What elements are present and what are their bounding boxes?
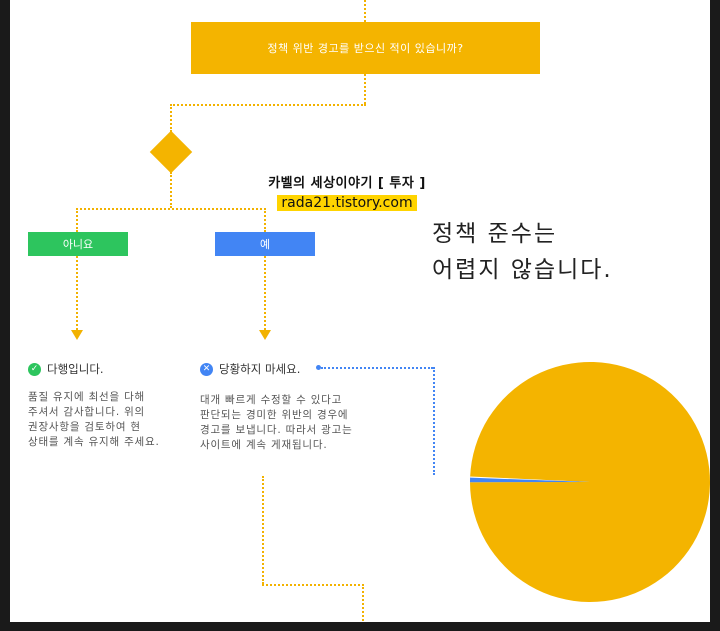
outcome-yes-line: 경고를 보냅니다. 따라서 광고는 — [200, 424, 353, 436]
connector-branch-no — [76, 208, 78, 232]
headline: 정책 준수는 어렵지 않습니다. — [432, 216, 613, 288]
connector-diamond-down — [170, 172, 172, 208]
outcome-no-body: 품질 유지에 최선을 다해 주셔서 감사합니다. 위의 권장사항을 검토하여 현… — [28, 390, 160, 450]
headline-line-1: 정책 준수는 — [432, 221, 558, 247]
decision-diamond — [149, 130, 193, 174]
question-box: 정책 위반 경고를 받으신 적이 있습니까? — [191, 22, 540, 74]
arrow-no-line — [76, 256, 78, 330]
outcome-yes-title-text: 당황하지 마세요. — [219, 362, 301, 376]
pie-chart — [470, 362, 710, 603]
connector-branch-horizontal — [76, 208, 266, 210]
infographic-canvas: 정책 위반 경고를 받으신 적이 있습니까? 아니요 예 ✓ 다행입니다. 품질… — [10, 0, 710, 622]
arrow-no-head — [71, 330, 83, 340]
answer-yes-box: 예 — [215, 232, 315, 256]
answer-yes-label: 예 — [259, 238, 271, 251]
callout-line-vertical — [433, 367, 435, 475]
outcome-yes-line: 사이트에 계속 게재됩니다. — [200, 439, 328, 451]
watermark-title: 카벨의 세상이야기 [ 투자 ] — [268, 176, 426, 191]
connector-question-down — [364, 74, 366, 104]
connector-to-diamond — [170, 104, 172, 132]
connector-bottom-down — [262, 476, 264, 584]
outcome-no-title: ✓ 다행입니다. — [28, 361, 104, 377]
check-circle-icon: ✓ — [28, 362, 41, 376]
outcome-yes-line: 대개 빠르게 수정할 수 있다고 — [200, 394, 343, 406]
connector-top — [364, 0, 366, 22]
outcome-yes-body: 대개 빠르게 수정할 수 있다고 판단되는 경미한 위반의 경우에 경고를 보냅… — [200, 393, 353, 453]
connector-bottom-horizontal — [262, 584, 364, 586]
headline-line-2: 어렵지 않습니다. — [432, 257, 613, 283]
outcome-no-line: 주셔서 감사합니다. 위의 — [28, 406, 146, 418]
question-text: 정책 위반 경고를 받으신 적이 있습니까? — [267, 42, 464, 55]
outcome-yes-title: ✕ 당황하지 마세요. — [200, 361, 300, 377]
outcome-yes-line: 판단되는 경미한 위반의 경우에 — [200, 409, 349, 421]
pie-separator — [470, 476, 590, 482]
watermark: 카벨의 세상이야기 [ 투자 ] rada21.tistory.com — [242, 172, 452, 211]
arrow-yes-head — [259, 330, 271, 340]
pie-slice-yellow — [470, 362, 710, 603]
callout-dot — [316, 365, 321, 370]
connector-bottom-exit — [362, 584, 364, 622]
outcome-no-line: 상태를 계속 유지해 주세요. — [28, 436, 160, 448]
answer-no-label: 아니요 — [62, 238, 94, 251]
connector-branch-yes — [264, 208, 266, 232]
answer-no-box: 아니요 — [28, 232, 128, 256]
outcome-no-line: 품질 유지에 최선을 다해 — [28, 391, 146, 403]
watermark-url: rada21.tistory.com — [277, 195, 417, 211]
callout-line-horizontal — [321, 367, 433, 369]
arrow-yes-line — [264, 256, 266, 330]
connector-question-left — [170, 104, 366, 106]
x-circle-icon: ✕ — [200, 362, 213, 376]
outcome-no-line: 권장사항을 검토하여 현 — [28, 421, 141, 433]
outcome-no-title-text: 다행입니다. — [47, 362, 104, 376]
